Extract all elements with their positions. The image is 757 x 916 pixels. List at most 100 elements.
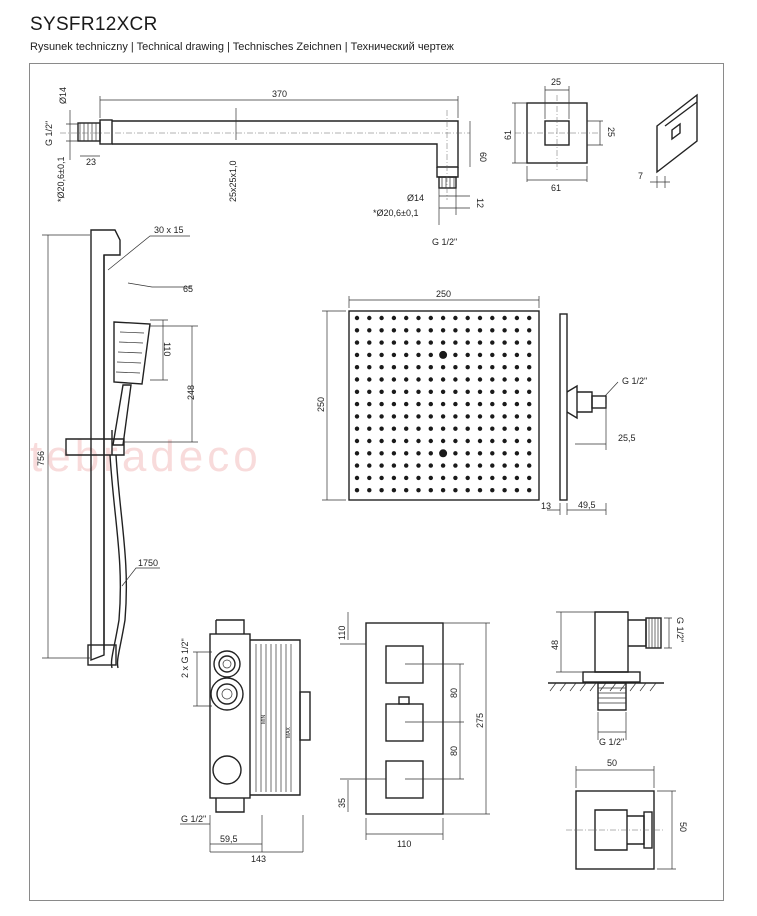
arm-thread-label: G 1/2" [44,121,54,146]
rail-248-label: 248 [186,385,196,400]
nozzle [527,451,532,456]
nozzle [391,315,397,321]
nozzle [490,389,495,394]
nozzle [514,377,520,382]
nozzle [416,340,421,345]
nozzle [416,377,421,382]
nozzle [477,463,483,468]
flange-7-label: 7 [638,171,643,181]
nozzle [527,340,532,345]
nozzle [490,414,495,419]
nozzle [379,438,384,444]
nozzle [367,365,372,370]
nozzle [502,389,507,394]
plate-35-label: 35 [337,798,347,808]
model-code: SYSFR12XCR [30,14,158,35]
nozzle [477,389,483,394]
nozzle [416,414,421,419]
nozzle [354,451,360,456]
nozzle [367,488,372,493]
nozzle [502,352,507,358]
nozzle [354,401,360,407]
nozzle [453,352,458,358]
nozzle [379,414,384,419]
flange-61-left-label: 61 [503,130,513,140]
nozzle [391,438,397,444]
nozzle [367,426,372,431]
nozzle [404,488,409,493]
nozzle [379,340,384,345]
nozzle [453,315,458,321]
nozzle [428,414,433,419]
valve-59-5-label: 59,5 [220,834,238,844]
arm-370-label: 370 [272,89,287,99]
nozzle [354,328,360,333]
nozzle [404,365,409,370]
nozzle [404,352,409,358]
plate-110-width-label: 110 [397,839,411,849]
nozzle [440,365,446,370]
nozzle [428,352,433,358]
nozzle [379,488,384,493]
nozzle [453,389,458,394]
nozzle [514,328,520,333]
nozzle [477,438,483,444]
nozzle [527,377,532,382]
nozzle [490,352,495,358]
nozzle [490,315,495,321]
arm-23-label: 23 [86,157,96,167]
nozzle [440,475,446,481]
nozzle [453,340,458,345]
nozzle [354,377,360,382]
nozzle [514,352,520,358]
nozzle [440,414,446,419]
nozzle [367,315,372,321]
nozzle [416,451,421,456]
nozzle [439,449,448,458]
nozzle [465,352,470,358]
cover-plate-view [340,612,490,840]
nozzle [477,414,483,419]
head-250-width-label: 250 [436,289,451,299]
nozzle [416,328,421,333]
nozzle-grid [354,315,532,493]
nozzle [453,401,458,407]
nozzle [428,438,433,444]
nozzle [502,475,507,481]
arm-outlet-tol-label: *Ø20,6±0,1 [373,208,418,218]
nozzle [440,438,446,444]
drawing-frame [29,63,724,901]
nozzle [404,475,409,481]
nozzle [440,488,446,493]
nozzle [391,389,397,394]
nozzle [391,401,397,407]
nozzle [465,377,470,382]
valve-inlets-label: 2 x G 1/2" [180,638,190,678]
nozzle [367,414,372,419]
nozzle [379,475,384,481]
shower-arm-view [60,96,471,225]
nozzle [477,328,483,333]
nozzle [428,475,433,481]
shower-head-view [322,296,619,515]
nozzle [391,426,397,431]
nozzle [477,426,483,431]
nozzle [465,365,470,370]
nozzle [514,451,520,456]
nozzle [527,352,532,358]
nozzle [416,315,421,321]
nozzle [490,365,495,370]
nozzle [416,352,421,358]
nozzle [354,463,360,468]
nozzle [453,414,458,419]
nozzle [391,414,397,419]
nozzle [367,401,372,407]
nozzle [527,488,532,493]
nozzle [404,414,409,419]
nozzle [379,401,384,407]
nozzle [379,365,384,370]
arm-outlet-thread-label: G 1/2" [432,237,457,247]
rail-756-label: 756 [36,451,46,466]
valve-min-label: MIN [261,714,267,724]
nozzle [527,438,532,444]
